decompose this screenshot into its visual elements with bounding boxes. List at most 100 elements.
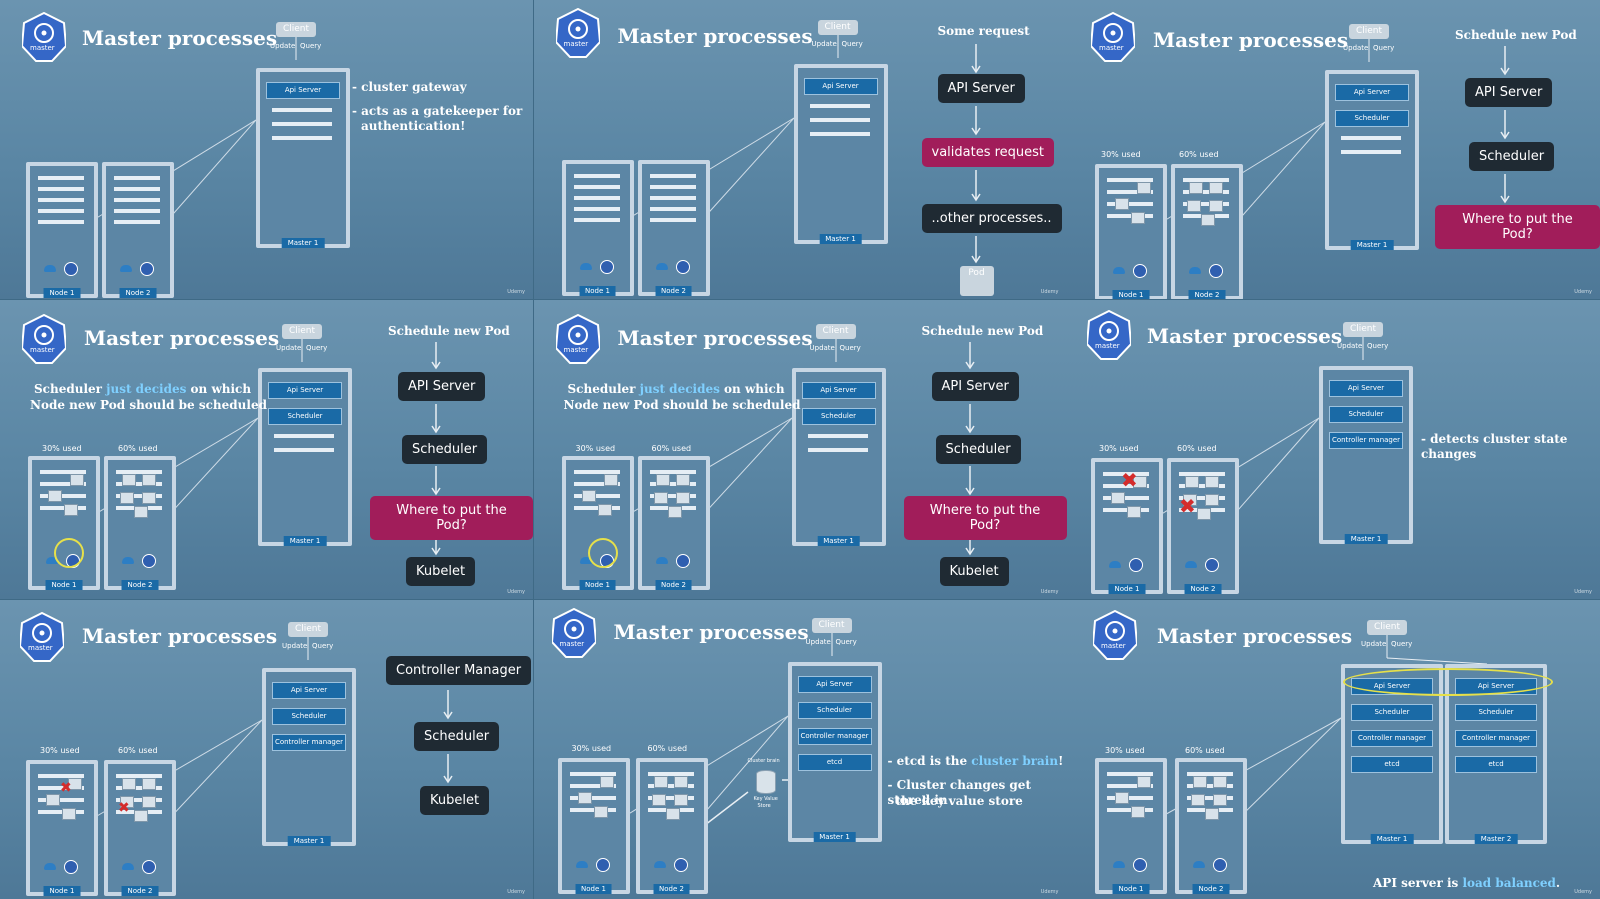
connector-line	[1230, 417, 1320, 519]
failed-pod-icon: ✖	[1121, 468, 1138, 492]
node-bar	[649, 185, 696, 189]
node-bar	[1103, 496, 1149, 500]
annotation-cluster-gateway: - cluster gateway	[352, 80, 467, 94]
logo-label: master	[563, 40, 589, 48]
query-label: Query	[839, 344, 861, 352]
connector-line	[701, 117, 794, 221]
worker-node: Node 1	[28, 456, 100, 590]
pod-icon	[1115, 792, 1129, 804]
node-bar	[649, 196, 696, 200]
node-label: Node 2	[655, 286, 692, 296]
node-bar	[1107, 808, 1153, 812]
pod-label: Pod	[968, 268, 985, 278]
node-bar	[573, 482, 620, 486]
usage-node1: 30% used	[1101, 150, 1141, 159]
component-scheduler: Scheduler	[272, 708, 346, 725]
usage-node2: 60% used	[118, 746, 158, 755]
component-scheduler: Scheduler	[1455, 704, 1537, 721]
component-etcd: etcd	[797, 754, 872, 771]
scheduler-note-1c: on which	[719, 382, 785, 396]
client-box: Client	[1349, 24, 1389, 39]
node-bar	[114, 220, 160, 224]
node-bar	[1107, 214, 1153, 218]
logo-label: master	[563, 346, 589, 354]
usage-node1: 30% used	[1105, 746, 1145, 755]
arrow-head-icon	[443, 775, 453, 784]
watermark: Udemy	[1574, 289, 1592, 295]
kubelet-icon	[595, 858, 610, 872]
component-api-server: Api Server	[266, 82, 340, 99]
node-label: Node 1	[579, 286, 616, 296]
worker-node: Node 1	[26, 162, 98, 298]
watermark: Udemy	[1040, 889, 1059, 895]
node-bar	[114, 209, 160, 213]
pod-icon	[142, 492, 156, 504]
connector-line	[699, 715, 788, 819]
component-etcd: etcd	[1455, 756, 1537, 773]
kubelet-icon	[675, 554, 690, 568]
node-label: Node 1	[1112, 290, 1150, 299]
logo-label: master	[28, 644, 53, 652]
watermark: Udemy	[1574, 589, 1592, 595]
usage-node1: 30% used	[40, 746, 80, 755]
node-bar	[573, 506, 620, 510]
arrow-head-icon	[970, 255, 981, 264]
pod-icon	[120, 796, 134, 808]
node-bar	[569, 784, 616, 788]
worker-node: Node 2	[1175, 758, 1247, 894]
component-scheduler: Scheduler	[797, 702, 872, 719]
flow-controller-manager: Controller Manager	[386, 656, 532, 685]
kubernetes-logo-icon	[1091, 12, 1135, 62]
node-bar	[114, 198, 160, 202]
node-bar	[1103, 472, 1149, 476]
pod-icon	[120, 492, 134, 504]
server-label: Master 1	[813, 832, 856, 842]
pod-icon	[581, 490, 596, 502]
component-scheduler: Scheduler	[1351, 704, 1433, 721]
node-bar	[1187, 772, 1233, 776]
client-box: Client	[276, 22, 316, 37]
client-to-master2-line	[1386, 657, 1488, 665]
node-bar	[38, 220, 84, 224]
kubelet-icon	[64, 262, 78, 276]
node-bar	[40, 506, 86, 510]
kubernetes-logo-icon	[1087, 310, 1131, 360]
component-controller-manager: Controller manager	[1455, 730, 1537, 747]
node-bar	[38, 209, 84, 213]
pod-icon	[1115, 198, 1129, 210]
node-bar	[38, 187, 84, 191]
component-api-server: Api Server	[1335, 84, 1409, 101]
node-label: Node 1	[579, 580, 616, 590]
pod-icon	[142, 796, 156, 808]
kubelet-icon	[1213, 858, 1227, 872]
pod-icon	[1205, 476, 1219, 488]
pod-icon	[665, 808, 680, 820]
database-icon	[755, 770, 776, 794]
node-bar	[114, 176, 160, 180]
connector-line	[167, 417, 259, 517]
arrow-head-icon	[431, 361, 441, 370]
server-label: Master 1	[819, 234, 862, 244]
pod-icon	[134, 506, 148, 518]
pod-icon	[673, 776, 688, 788]
usage-node1: 30% used	[571, 744, 612, 753]
node-label: Node 1	[1112, 884, 1150, 894]
pod-icon	[1111, 492, 1125, 504]
flow-kubelet: Kubelet	[939, 557, 1009, 586]
lb-a: API server is	[1373, 876, 1463, 890]
component-scheduler: Scheduler	[801, 408, 876, 425]
pod-icon	[603, 474, 618, 486]
kubelet-icon	[1209, 264, 1223, 278]
pod-icon	[122, 474, 136, 486]
pod-icon	[653, 492, 668, 504]
arrow-head-icon	[1500, 131, 1510, 140]
node-bar	[114, 187, 160, 191]
worker-node: Node 2	[637, 160, 710, 296]
watermark: Udemy	[507, 289, 525, 295]
query-label: Query	[306, 344, 328, 352]
node-bar	[649, 218, 696, 222]
component-controller-manager: Controller manager	[272, 734, 346, 751]
docker-icon	[1189, 267, 1201, 274]
